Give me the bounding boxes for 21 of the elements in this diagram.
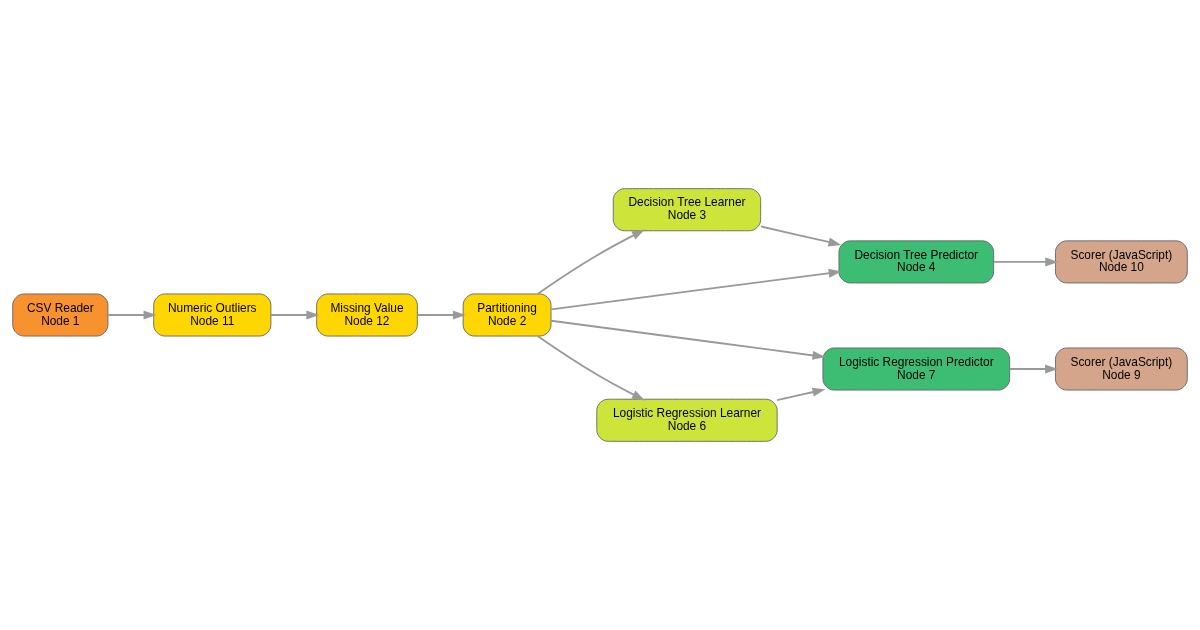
node-box: Logistic Regression Learner Node 6 <box>596 398 778 442</box>
arrow <box>550 268 842 311</box>
node-box: Partitioning Node 2 <box>462 293 552 337</box>
node-box: Numeric Outliers Node 11 <box>153 293 272 337</box>
arrow <box>992 257 1059 267</box>
arrow <box>776 387 826 402</box>
arrow <box>550 319 826 360</box>
arrow <box>107 310 157 320</box>
arrow <box>536 229 645 295</box>
node-box: Scorer (JavaScript) Node 9 <box>1055 347 1188 391</box>
arrow <box>759 225 842 247</box>
node-box: Decision Tree Predictor Node 4 <box>838 240 995 284</box>
node-box: Logistic Regression Predictor Node 7 <box>822 347 1011 391</box>
node-box: Scorer (JavaScript) Node 10 <box>1055 240 1188 284</box>
arrow <box>270 310 320 320</box>
node-box: Missing Value Node 12 <box>316 293 418 337</box>
arrow <box>536 335 645 401</box>
arrow <box>1009 364 1058 374</box>
node-box: Decision Tree Learner Node 3 <box>612 188 762 232</box>
arrow <box>416 310 466 320</box>
node-box: CSV Reader Node 1 <box>12 293 109 337</box>
